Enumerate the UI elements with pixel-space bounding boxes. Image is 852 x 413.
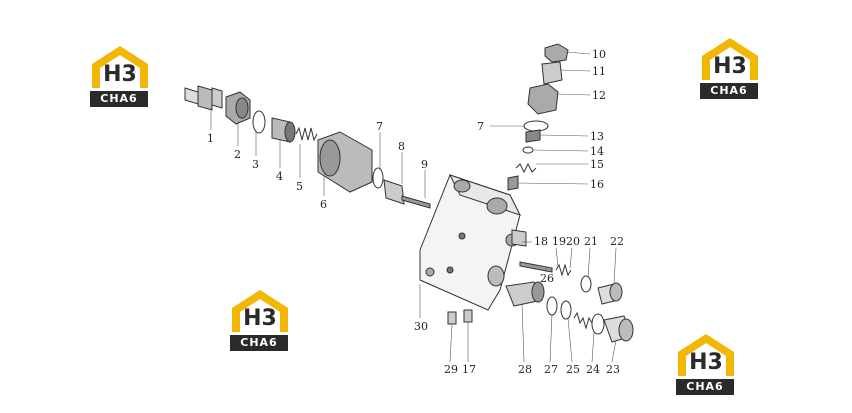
logo-text: CHA6 bbox=[676, 379, 734, 395]
label-27: 27 bbox=[544, 363, 558, 376]
label-30: 30 bbox=[414, 320, 428, 333]
logo-mark: H3 bbox=[103, 62, 137, 87]
part-2-nut bbox=[225, 91, 251, 125]
part-7b-ring bbox=[523, 120, 549, 132]
label-11: 11 bbox=[592, 65, 606, 78]
label-24: 24 bbox=[586, 363, 600, 376]
part-23-cap bbox=[603, 315, 634, 343]
label-29: 29 bbox=[444, 363, 458, 376]
part-29-screw bbox=[447, 311, 457, 325]
part-7-ring bbox=[372, 167, 384, 189]
label-8: 8 bbox=[398, 140, 405, 153]
part-24-spring bbox=[573, 311, 593, 330]
house-icon bbox=[678, 334, 734, 376]
part-10-cap bbox=[544, 43, 569, 63]
part-3-ring bbox=[252, 110, 266, 134]
part-25-ring bbox=[560, 300, 572, 320]
part-21-washer bbox=[580, 275, 592, 293]
label-13: 13 bbox=[590, 130, 604, 143]
label-18: 18 bbox=[534, 235, 548, 248]
part-24b-ring bbox=[591, 313, 605, 335]
part-5-spring bbox=[295, 126, 318, 142]
part-6-housing bbox=[317, 131, 373, 193]
label-4: 4 bbox=[276, 170, 283, 183]
part-28-cartridge bbox=[505, 281, 545, 307]
logo-text: CHA6 bbox=[700, 83, 758, 99]
part-4-sleeve bbox=[271, 117, 296, 143]
label-1: 1 bbox=[207, 132, 214, 145]
part-16-poppet bbox=[507, 175, 519, 191]
logo-mark: H3 bbox=[243, 306, 277, 331]
house-icon bbox=[92, 46, 148, 88]
label-6: 6 bbox=[320, 198, 327, 211]
part-12-nut bbox=[527, 83, 559, 115]
part-15-spring bbox=[515, 162, 537, 174]
part-26-pin bbox=[519, 261, 553, 273]
part-22-cap bbox=[597, 282, 623, 305]
label-22: 22 bbox=[610, 235, 624, 248]
part-27-ring bbox=[546, 296, 558, 316]
house-icon bbox=[232, 290, 288, 332]
part-1-fitting bbox=[184, 85, 223, 111]
logo-text: CHA6 bbox=[230, 335, 288, 351]
brand-logo-watermark: H3 CHA6 bbox=[698, 36, 762, 108]
part-number-labels: 1 2 3 4 5 6 7 8 9 10 11 12 7 13 14 15 16… bbox=[207, 48, 624, 376]
label-23: 23 bbox=[606, 363, 620, 376]
brand-logo-watermark: H3 CHA6 bbox=[88, 44, 152, 116]
part-8-pin bbox=[383, 179, 405, 205]
label-12: 12 bbox=[592, 89, 606, 102]
part-18-plug bbox=[511, 229, 527, 247]
label-15: 15 bbox=[590, 158, 604, 171]
label-25: 25 bbox=[566, 363, 580, 376]
part-30-valve-body bbox=[419, 174, 521, 311]
part-17-screw bbox=[463, 309, 473, 323]
label-21: 21 bbox=[584, 235, 598, 248]
part-19-spring bbox=[555, 263, 572, 277]
label-20: 20 bbox=[566, 235, 580, 248]
part-14-ring bbox=[522, 146, 534, 154]
label-19: 19 bbox=[552, 235, 566, 248]
label-7a: 7 bbox=[376, 120, 383, 133]
part-13-seat bbox=[525, 129, 541, 143]
part-11-sleeve bbox=[541, 61, 563, 85]
logo-text: CHA6 bbox=[90, 91, 148, 107]
label-28: 28 bbox=[518, 363, 532, 376]
label-26: 26 bbox=[540, 272, 554, 285]
brand-logo-watermark: H3 CHA6 bbox=[674, 332, 738, 404]
label-9: 9 bbox=[421, 158, 428, 171]
brand-logo-watermark: H3 CHA6 bbox=[228, 288, 292, 360]
leader-lines bbox=[210, 51, 617, 363]
house-icon bbox=[702, 38, 758, 80]
label-14: 14 bbox=[590, 145, 604, 158]
label-5: 5 bbox=[296, 180, 303, 193]
label-7b: 7 bbox=[477, 120, 484, 133]
part-9-needle bbox=[401, 195, 431, 209]
label-2: 2 bbox=[234, 148, 241, 161]
logo-mark: H3 bbox=[713, 54, 747, 79]
label-16: 16 bbox=[590, 178, 604, 191]
label-10: 10 bbox=[592, 48, 606, 61]
logo-mark: H3 bbox=[689, 350, 723, 375]
label-3: 3 bbox=[252, 158, 259, 171]
label-17: 17 bbox=[462, 363, 476, 376]
